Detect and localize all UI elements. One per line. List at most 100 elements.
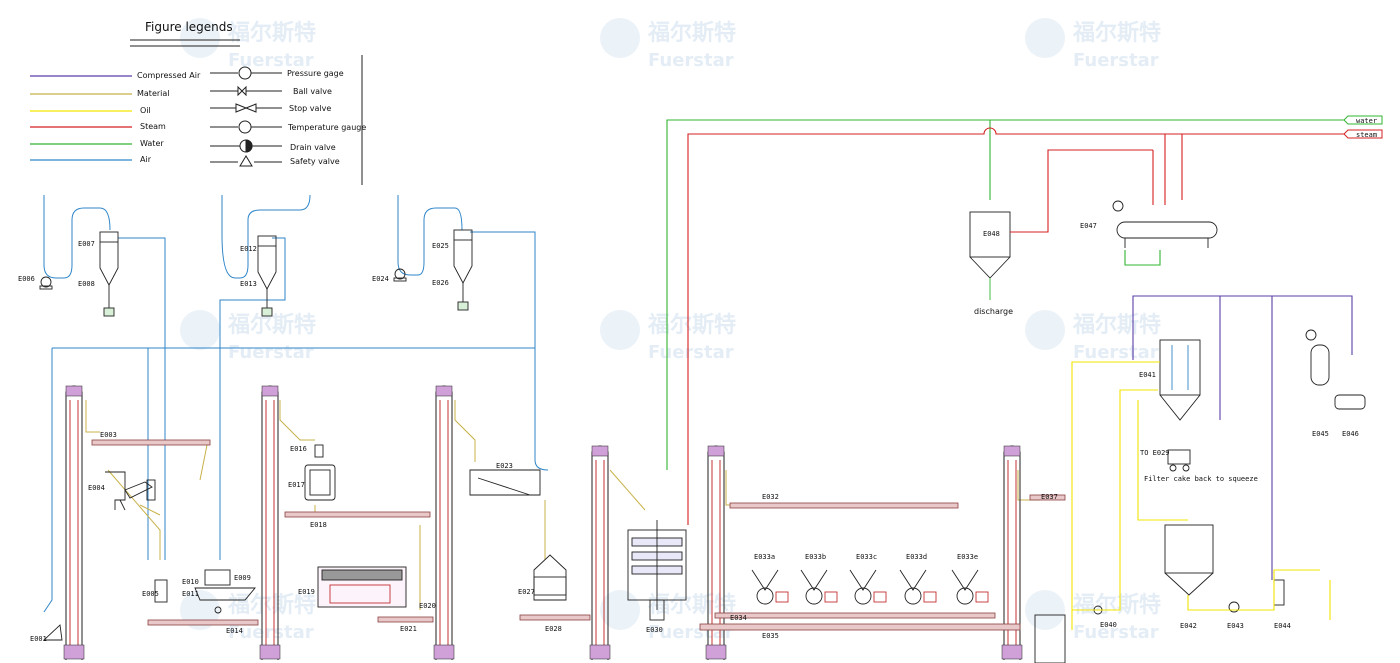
oil-lines (1071, 361, 1331, 630)
intake-e001 (42, 624, 63, 641)
elevator-1 (63, 385, 85, 660)
equipment (39, 200, 1366, 663)
label-e008: E008 (78, 280, 95, 288)
cyclone-e012 (257, 235, 277, 317)
screw-conveyors (91, 439, 1066, 631)
crusher-e017 (304, 464, 336, 501)
legend-safety-valve: Safety valve (290, 157, 340, 166)
fan-e024 (393, 268, 407, 282)
fan-e006 (39, 276, 53, 290)
press-e033b (800, 569, 838, 605)
label-e026: E026 (432, 279, 449, 287)
crusher-e009 (194, 569, 256, 614)
legend-compressed-air: Compressed Air (137, 71, 201, 80)
press-e033c (849, 569, 887, 605)
label-e023: E023 (496, 462, 513, 470)
label-e027: E027 (518, 588, 535, 596)
label-e001: E001 (30, 635, 47, 643)
safety-valve-icon (210, 155, 282, 167)
inlet-tags: water steam (1343, 115, 1383, 139)
label-e042: E042 (1180, 622, 1197, 630)
tank-e048 (969, 211, 1011, 300)
label-e009: E009 (234, 574, 251, 582)
label-e011: E011 (182, 590, 199, 598)
label-e010: E010 (182, 578, 199, 586)
compressor-e046 (1334, 394, 1366, 410)
svg-text:Fuerstar: Fuerstar (1073, 342, 1159, 363)
press-e033e (951, 569, 989, 605)
label-e033e: E033e (957, 553, 978, 561)
air-lines (43, 194, 549, 613)
svg-text:福尔斯特: 福尔斯特 (227, 592, 316, 618)
tank-e042 (1164, 524, 1214, 596)
label-e034: E034 (730, 614, 747, 622)
to-e029-label: TO E029 (1140, 449, 1170, 457)
legend-steam: Steam (140, 122, 166, 131)
svg-text:Fuerstar: Fuerstar (1073, 50, 1159, 71)
label-e033a: E033a (754, 553, 775, 561)
cooker-e030 (627, 520, 687, 621)
label-e012: E012 (240, 245, 257, 253)
svg-text:福尔斯特: 福尔斯特 (647, 312, 736, 338)
elevator-2 (259, 385, 281, 660)
legend-material: Material (137, 89, 170, 98)
label-e047: E047 (1080, 222, 1097, 230)
cyclone-e007 (99, 231, 119, 317)
legend-water: Water (140, 139, 164, 148)
label-e028: E028 (545, 625, 562, 633)
water-inlet-label: water (1356, 117, 1377, 125)
legend-air: Air (140, 155, 152, 164)
label-e014: E014 (226, 627, 243, 635)
label-e030: E030 (646, 626, 663, 634)
legend-title: Figure legends (145, 20, 233, 34)
label-e041: E041 (1139, 371, 1156, 379)
bucket-elevators (63, 385, 1023, 660)
label-e003: E003 (100, 431, 117, 439)
cleaner-e004 (105, 471, 156, 511)
label-e005: E005 (142, 590, 159, 598)
svg-text:福尔斯特: 福尔斯特 (647, 20, 736, 46)
drain-valve-icon (210, 139, 282, 153)
svg-text:Fuerstar: Fuerstar (228, 342, 314, 363)
screen-e023 (469, 469, 541, 496)
compressed-air-lines (1132, 295, 1353, 580)
label-e046: E046 (1342, 430, 1359, 438)
label-e007: E007 (78, 240, 95, 248)
label-e033c: E033c (856, 553, 877, 561)
svg-text:Fuerstar: Fuerstar (228, 622, 314, 643)
label-e033d: E033d (906, 553, 927, 561)
label-e019: E019 (298, 588, 315, 596)
legend-line-items: Compressed Air Material Oil Steam Water … (30, 71, 201, 164)
label-e044: E044 (1274, 622, 1291, 630)
label-e021: E021 (400, 625, 417, 633)
svg-text:Fuerstar: Fuerstar (648, 50, 734, 71)
legend-oil: Oil (140, 106, 151, 115)
pump-e043 (1228, 601, 1240, 613)
stop-valve-icon (210, 103, 282, 113)
press-e033d (899, 569, 937, 605)
svg-text:福尔斯特: 福尔斯特 (1072, 312, 1161, 338)
label-e048: E048 (983, 230, 1000, 238)
legend-symbol-items: Pressure gage Ball valve Stop valve Temp… (210, 66, 366, 167)
pressure-gauge-icon (210, 66, 282, 80)
legend: Figure legends Compressed Air Material O… (30, 20, 366, 185)
steam-inlet-label: steam (1356, 131, 1377, 139)
filter-e041 (1159, 339, 1201, 472)
elevator-6 (1001, 445, 1023, 660)
ball-valve-icon (210, 85, 282, 97)
label-e017: E017 (288, 481, 305, 489)
elevator-4 (589, 445, 611, 660)
label-e024: E024 (372, 275, 389, 283)
label-e033b: E033b (805, 553, 826, 561)
destoner-e005 (154, 579, 168, 603)
cyclone-e025 (453, 229, 473, 311)
svg-text:Fuerstar: Fuerstar (228, 50, 314, 71)
filter-cake-label: Filter cake back to squeeze (1144, 475, 1258, 483)
filter-e044 (1273, 579, 1285, 606)
water-lines (666, 119, 1380, 470)
legend-ball-valve: Ball valve (293, 87, 332, 96)
legend-pressure-gage: Pressure gage (287, 69, 344, 78)
legend-temperature-gauge: Temperature gauge (287, 123, 366, 132)
